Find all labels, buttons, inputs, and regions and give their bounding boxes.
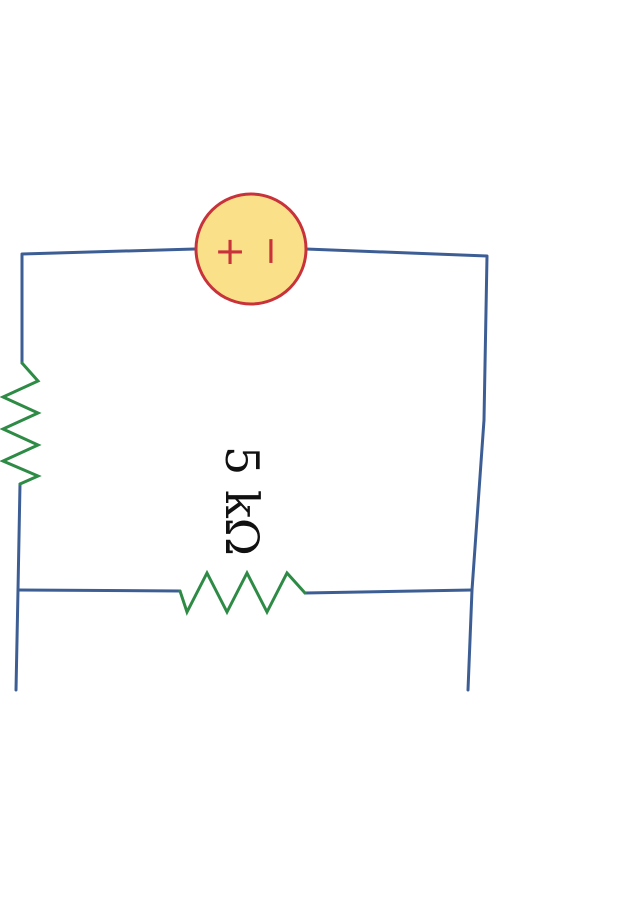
voltage-source-minus-group: − [250, 235, 294, 267]
resistor-value-label: 5 kΩ [215, 446, 269, 556]
dc-voltage-source-icon: + − [194, 192, 308, 306]
resistor-middle [178, 569, 307, 616]
wire-top-right [304, 247, 489, 422]
wire-middle-right [303, 588, 474, 595]
voltage-source-minus-sign: − [250, 235, 294, 267]
wire-right-vertical [466, 418, 486, 692]
wire-middle-left [16, 588, 182, 593]
resistor-left [0, 361, 42, 486]
voltage-source-plus-sign: + [214, 229, 246, 273]
wire-left-lower [14, 482, 22, 692]
wires [14, 247, 489, 692]
resistor-value-label-group: 5 kΩ [215, 446, 269, 556]
wire-top-left [20, 247, 197, 365]
voltage-source-circle [194, 192, 308, 306]
